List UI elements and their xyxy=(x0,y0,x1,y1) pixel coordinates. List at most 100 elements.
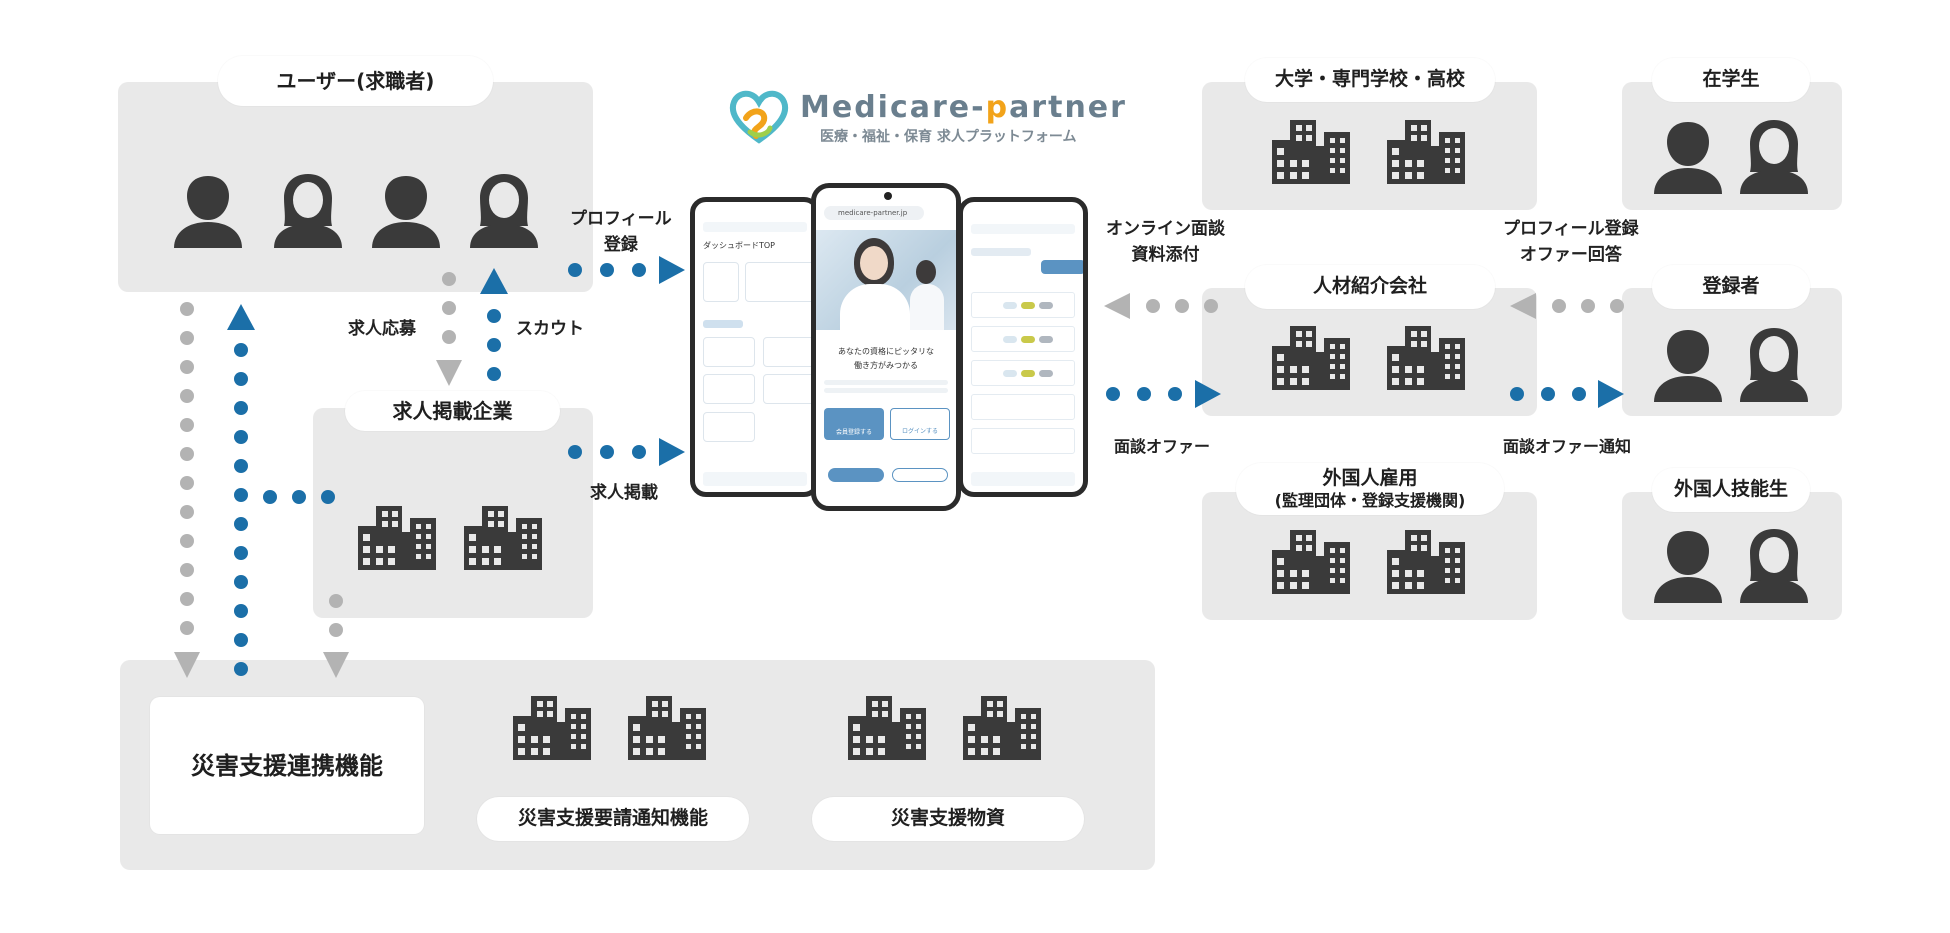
blue-dot xyxy=(1168,387,1182,401)
heart-logo-icon xyxy=(729,90,789,144)
gray-dot xyxy=(180,418,194,432)
blue-dot xyxy=(487,338,501,352)
profile-label-line1: プロフィール xyxy=(570,209,672,229)
blue-arrow-up xyxy=(480,268,508,294)
agency-panel xyxy=(1202,288,1537,416)
blue-arrow-right xyxy=(659,256,685,284)
gray-dot xyxy=(1610,299,1624,313)
posting-label: 求人掲載 xyxy=(590,483,658,503)
blue-dot xyxy=(234,633,248,647)
gray-dot xyxy=(442,272,456,286)
registration-line1: プロフィール登録 xyxy=(1503,219,1639,239)
blue-dot xyxy=(1541,387,1555,401)
blue-dot xyxy=(487,309,501,323)
blue-dot xyxy=(234,604,248,618)
login-button-label: ログインする xyxy=(901,428,938,435)
logo-name-accent: p xyxy=(985,90,1010,125)
gray-dot xyxy=(180,534,194,548)
registration-label: プロフィール登録 オファー回答 xyxy=(1503,216,1639,269)
disaster-main-box: 災害支援連携機能 xyxy=(150,697,424,834)
blue-arrow-right xyxy=(659,438,685,466)
gray-dot xyxy=(442,330,456,344)
building-icon xyxy=(464,506,546,570)
gray-dot xyxy=(1204,299,1218,313)
blue-dot xyxy=(234,459,248,473)
gray-arrow-down xyxy=(323,652,349,678)
blue-dot xyxy=(1137,387,1151,401)
registration-line2: オファー回答 xyxy=(1519,245,1622,266)
register-button[interactable]: 会員登録する xyxy=(824,408,884,440)
blue-dot xyxy=(1572,387,1586,401)
gray-arrow-left xyxy=(1510,293,1536,319)
disaster-notify-pill: 災害支援要請通知機能 xyxy=(477,797,749,841)
female-person-icon xyxy=(1738,527,1810,603)
blue-dot xyxy=(632,445,646,459)
blue-dot xyxy=(234,575,248,589)
online-interview-label: オンライン面談 資料添付 xyxy=(1106,216,1225,269)
male-person-icon xyxy=(1652,527,1724,603)
blue-arrow-right xyxy=(1598,380,1624,408)
blue-arrow-up xyxy=(227,304,255,330)
building-icon xyxy=(1387,530,1469,594)
building-icon xyxy=(628,696,710,760)
logo-wordmark: Medicare-partner xyxy=(800,90,1127,125)
building-icon xyxy=(1272,326,1354,390)
gray-dot xyxy=(1581,299,1595,313)
foreign-employment-sub: (監理団体・登録支援機関) xyxy=(1274,490,1466,510)
logo-name-rest: artner xyxy=(1009,90,1127,125)
scout-label: スカウト xyxy=(516,319,584,339)
blue-dot xyxy=(234,517,248,531)
phone-headline-2: 働き方がみつかる xyxy=(854,361,918,370)
gray-arrow-left xyxy=(1104,293,1130,319)
blue-arrow-right xyxy=(1195,380,1221,408)
gray-dot xyxy=(1146,299,1160,313)
male-person-icon xyxy=(172,172,244,248)
register-button-label: 会員登録する xyxy=(835,429,872,436)
blue-dot xyxy=(234,401,248,415)
blue-dot xyxy=(234,546,248,560)
gray-dot xyxy=(329,594,343,608)
blue-dot xyxy=(568,263,582,277)
gray-arrow-down xyxy=(436,360,462,386)
blue-dot xyxy=(600,263,614,277)
blue-dot xyxy=(1106,387,1120,401)
building-icon xyxy=(848,696,930,760)
building-icon xyxy=(1387,326,1469,390)
gray-dot xyxy=(180,360,194,374)
building-icon xyxy=(1272,120,1354,184)
disaster-supplies-pill: 災害支援物資 xyxy=(812,797,1084,841)
blue-dot xyxy=(263,490,277,504)
users-pill: ユーザー(求職者) xyxy=(218,56,493,106)
logo-name-main: Medicare- xyxy=(800,90,986,125)
blue-dot xyxy=(234,488,248,502)
offer-notice-label: 面談オファー通知 xyxy=(1503,437,1632,456)
company-panel xyxy=(313,408,593,618)
gray-arrow-down xyxy=(174,652,200,678)
female-person-icon xyxy=(468,172,540,248)
gray-dot xyxy=(180,563,194,577)
phone-dashboard: ダッシュボードTOP xyxy=(690,197,820,497)
foreign-trainees-pill: 外国人技能生 xyxy=(1652,468,1810,512)
gray-dot xyxy=(180,505,194,519)
female-person-icon xyxy=(272,172,344,248)
phone-headline-1: あなたの資格にピッタリな xyxy=(838,347,934,356)
gray-dot xyxy=(442,301,456,315)
gray-dot xyxy=(180,621,194,635)
male-person-icon xyxy=(370,172,442,248)
login-button[interactable]: ログインする xyxy=(890,408,950,440)
building-icon xyxy=(1272,530,1354,594)
building-icon xyxy=(358,506,440,570)
schools-pill: 大学・専門学校・高校 xyxy=(1245,58,1495,102)
registrants-pill: 登録者 xyxy=(1652,265,1810,309)
schools-panel xyxy=(1202,82,1537,210)
agency-pill: 人材紹介会社 xyxy=(1245,265,1495,309)
logo-subtitle: 医療・福祉・保育 求人プラットフォーム xyxy=(820,129,1077,145)
blue-dot xyxy=(234,662,248,676)
students-pill: 在学生 xyxy=(1652,58,1810,102)
company-pill: 求人掲載企業 xyxy=(345,391,560,431)
apply-label: 求人応募 xyxy=(348,319,416,339)
gray-dot xyxy=(180,389,194,403)
medicare-partner-logo: Medicare-partner 医療・福祉・保育 求人プラットフォーム xyxy=(728,88,1125,148)
blue-dot xyxy=(234,430,248,444)
phone-home: medicare-partner.jp あなたの資格にピッタリな 働き方がみつか… xyxy=(811,183,961,511)
